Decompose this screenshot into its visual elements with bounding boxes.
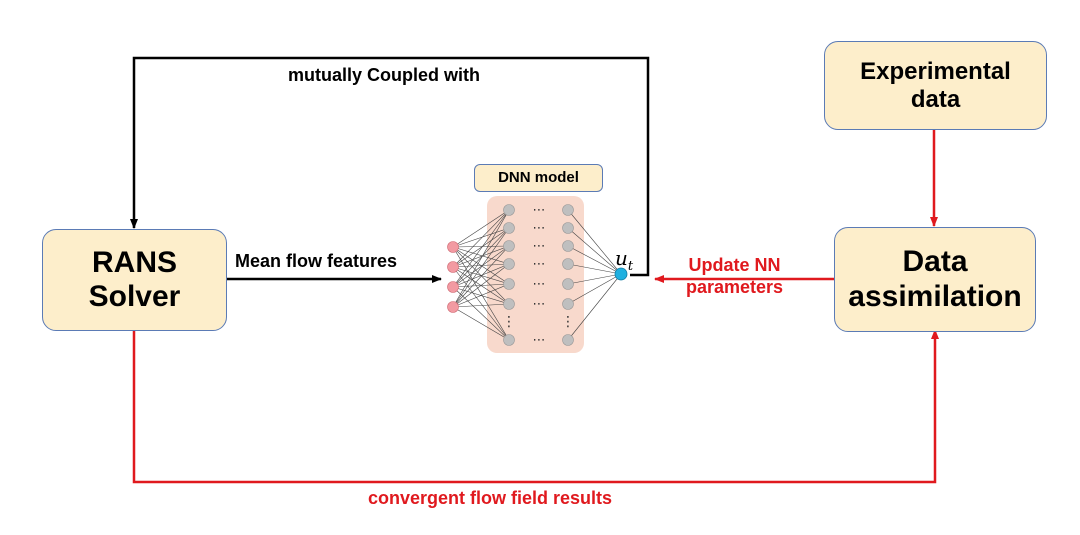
nn-horizontal-ellipsis: ⋯ xyxy=(533,277,546,292)
nn-edge xyxy=(452,266,510,341)
nn-edge xyxy=(452,209,510,268)
nn-hidden-node xyxy=(503,222,515,234)
nn-hidden-node xyxy=(503,240,515,252)
nn-input-node xyxy=(447,281,459,293)
nn-edge xyxy=(452,209,510,248)
nn-input-node xyxy=(447,261,459,273)
convergent-label: convergent flow field results xyxy=(368,488,613,508)
nn-edge xyxy=(452,227,510,308)
nn-input-node xyxy=(447,241,459,253)
nn-edge xyxy=(452,227,510,288)
nn-hidden-node xyxy=(562,222,574,234)
nn-hidden-node xyxy=(562,278,574,290)
output-symbol-subscript: t xyxy=(627,259,634,274)
data-assimilation-box: Data assimilation xyxy=(834,227,1036,332)
rans-solver-line1: RANS xyxy=(91,245,177,279)
nn-hidden-node xyxy=(562,240,574,252)
nn-horizontal-ellipsis: ⋯ xyxy=(533,221,546,236)
nn-edge xyxy=(452,306,510,341)
nn-horizontal-ellipsis: ⋯ xyxy=(533,333,546,348)
nn-edge xyxy=(452,283,510,308)
dnn-panel xyxy=(487,196,584,353)
nn-vertical-ellipsis: ⋮ xyxy=(502,314,516,330)
nn-hidden-node xyxy=(562,258,574,270)
nn-hidden-node xyxy=(503,204,515,216)
dnn-model-label: DNN model xyxy=(498,169,579,187)
nn-edge xyxy=(452,246,510,265)
update-nn-label: Update NN parameters xyxy=(686,254,783,298)
nn-edge xyxy=(452,245,510,248)
nn-horizontal-ellipsis: ⋯ xyxy=(533,297,546,312)
mean-flow-label: Mean flow features xyxy=(235,251,398,271)
nn-edge xyxy=(452,209,510,288)
nn-input-node xyxy=(447,301,459,313)
nn-output-node xyxy=(614,267,628,281)
nn-hidden-node xyxy=(503,258,515,270)
nn-edge xyxy=(567,263,622,275)
convergent-loop-arrow xyxy=(132,329,939,484)
output-symbol: ut xyxy=(615,246,633,274)
nn-edge xyxy=(452,303,510,308)
output-symbol-u: u xyxy=(615,246,628,270)
nn-edge xyxy=(452,263,510,268)
nn-edge xyxy=(567,273,622,285)
rans-solver-line2: Solver xyxy=(88,280,181,313)
nn-edge xyxy=(452,245,510,268)
coupled-label: mutually Coupled with xyxy=(288,65,480,85)
dnn-model-label-box: DNN model xyxy=(474,164,603,192)
nn-edge xyxy=(452,227,510,248)
nn-edge xyxy=(452,263,510,308)
nn-edge xyxy=(567,209,622,275)
nn-edge xyxy=(567,227,622,275)
nn-hidden-node xyxy=(562,298,574,310)
nn-horizontal-ellipsis: ⋯ xyxy=(533,203,546,218)
nn-edge xyxy=(567,245,622,275)
coupled-loop-arrow xyxy=(130,56,650,277)
nn-horizontal-ellipsis: ⋯ xyxy=(533,239,546,254)
nn-edge xyxy=(452,227,510,268)
nn-hidden-node xyxy=(562,204,574,216)
update-nn-line1: Update NN xyxy=(688,255,781,275)
nn-hidden-node xyxy=(503,334,515,346)
nn-hidden-node xyxy=(562,334,574,346)
nn-edge xyxy=(452,245,510,308)
nn-edge xyxy=(452,209,510,308)
nn-hidden-node xyxy=(503,298,515,310)
nn-edge xyxy=(567,273,622,341)
nn-edge xyxy=(452,263,510,288)
rans-solver-box: RANS Solver xyxy=(42,229,227,331)
experimental-data-box: Experimental data xyxy=(824,41,1047,130)
nn-edge xyxy=(567,273,622,305)
nn-edge xyxy=(452,246,510,341)
dnn-network: ⋮ ⋮ ⋯ ⋯ ⋯ ⋯ ⋯ ⋯ ⋯ xyxy=(447,203,628,348)
nn-hidden-node xyxy=(503,278,515,290)
nn-horizontal-ellipsis: ⋯ xyxy=(533,257,546,272)
nn-edge xyxy=(452,245,510,288)
nn-vertical-ellipsis: ⋮ xyxy=(561,314,575,330)
nn-edge xyxy=(452,286,510,341)
data-assimilation-line1: Data xyxy=(902,245,968,278)
experimental-data-line1: Experimental xyxy=(860,57,1011,85)
data-assimilation-line2: assimilation xyxy=(848,279,1022,313)
update-nn-line2: parameters xyxy=(686,277,784,297)
experimental-data-line2: data xyxy=(910,85,961,113)
